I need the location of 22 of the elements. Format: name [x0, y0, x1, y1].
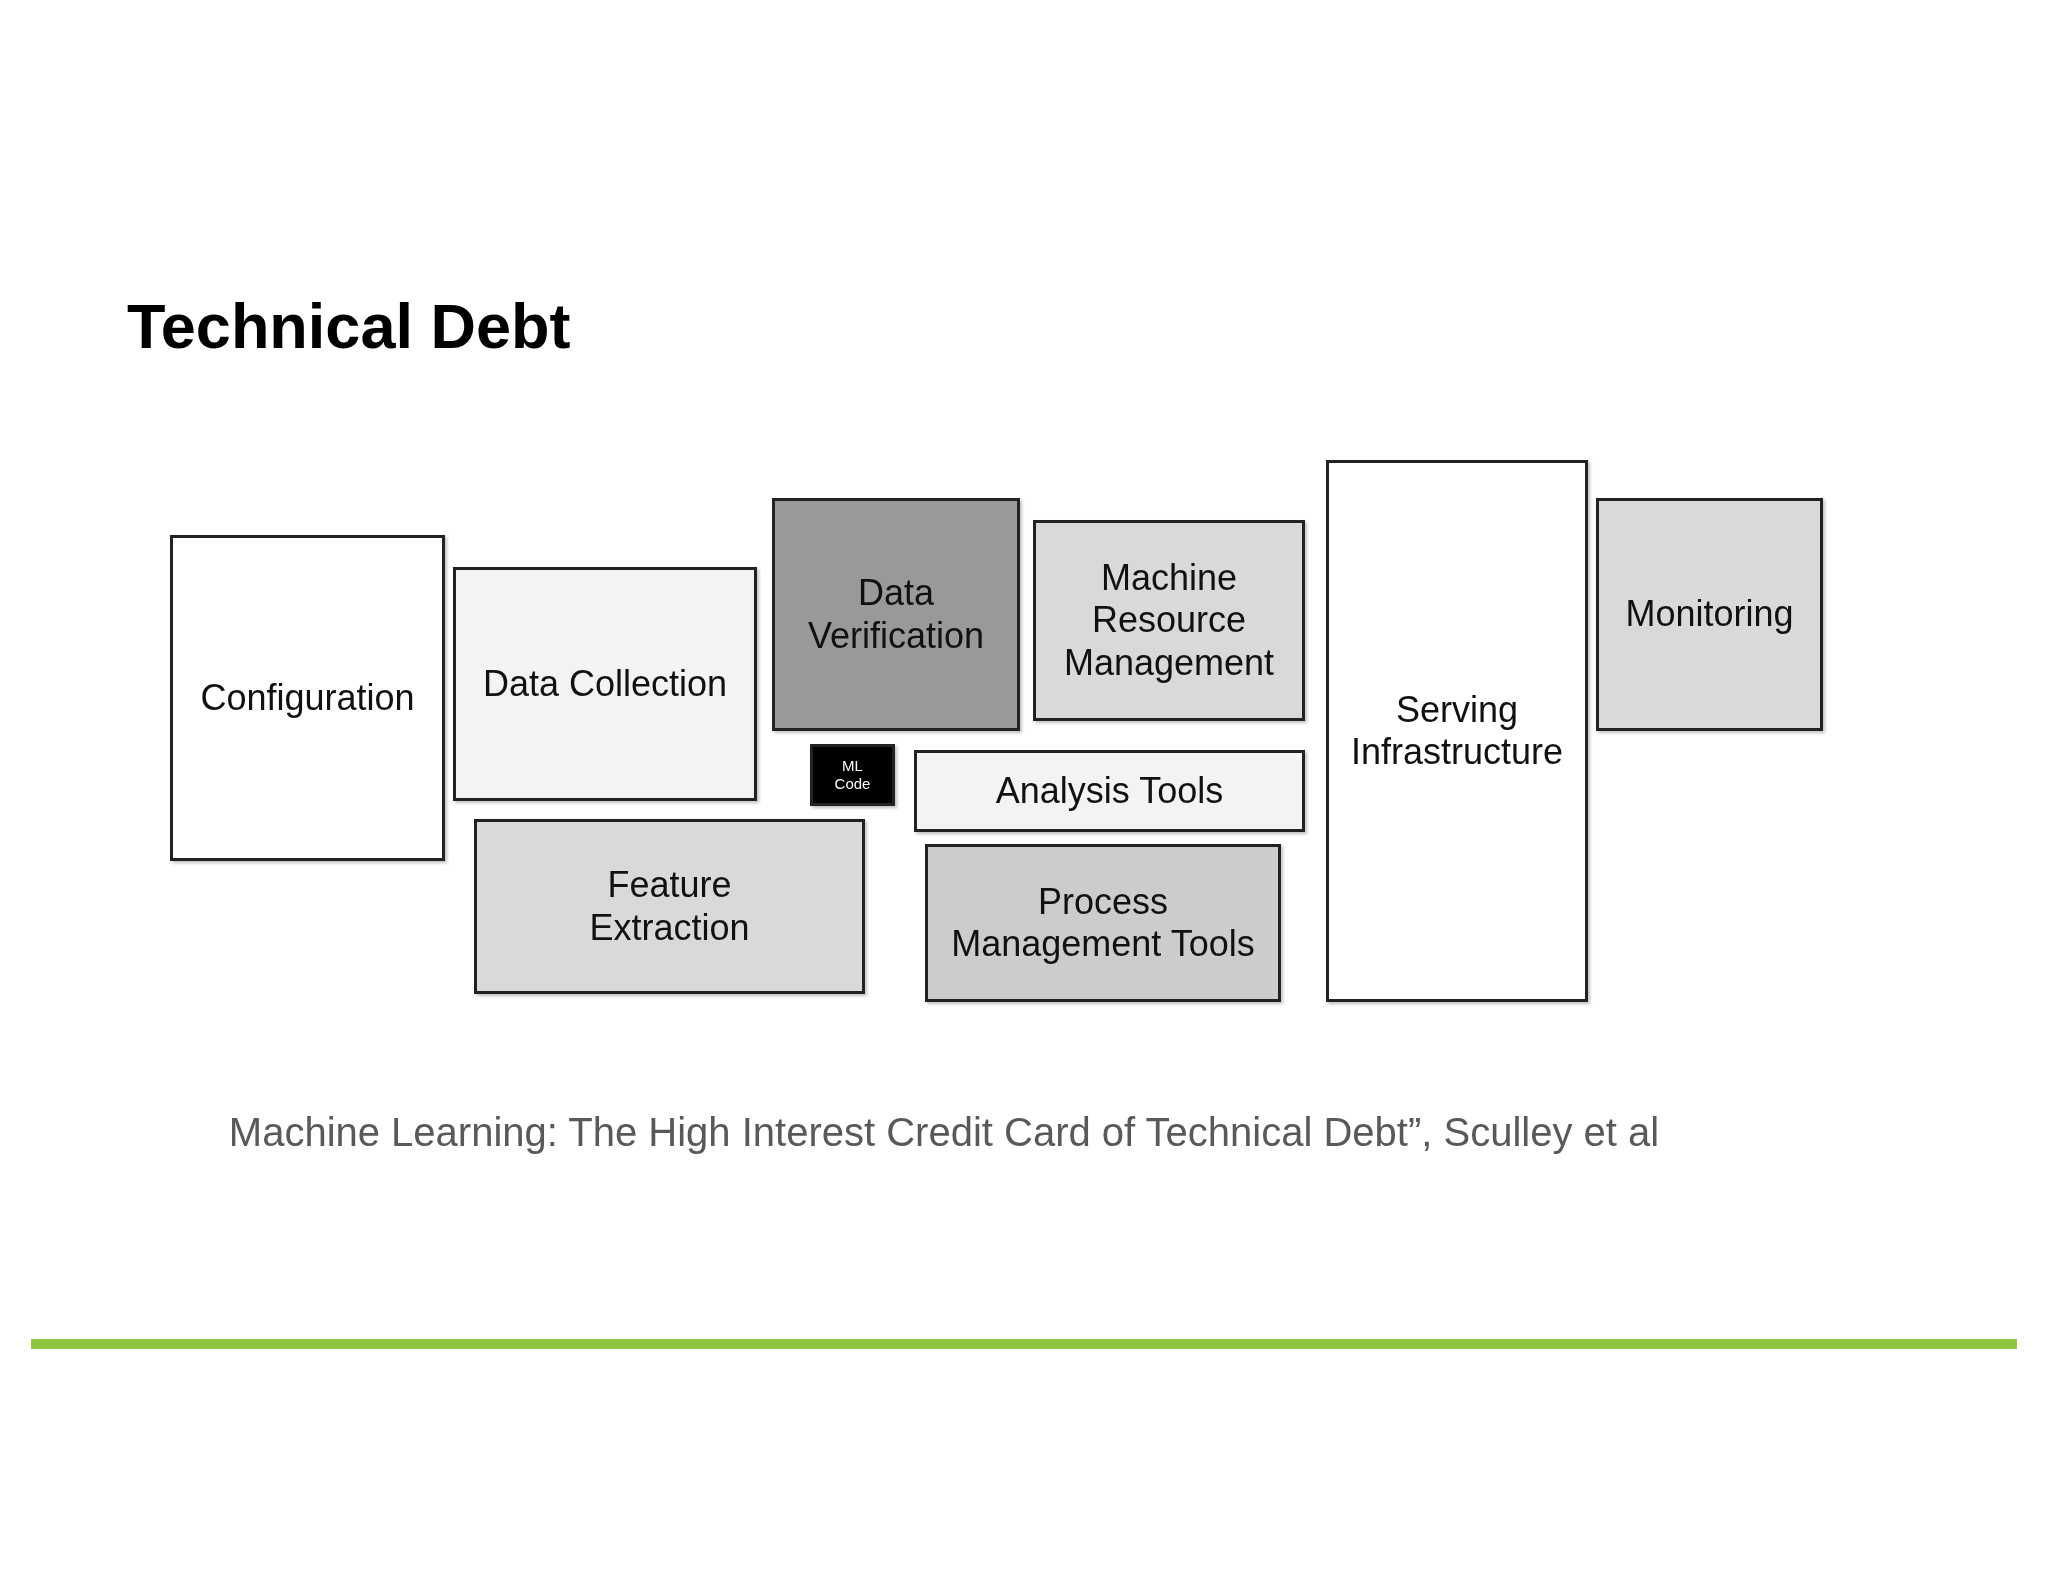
box-label: Monitoring	[1624, 593, 1795, 636]
caption: Machine Learning: The High Interest Credit Card of Technical Debt”, Sculley et al	[227, 1110, 1661, 1155]
component-box	[914, 750, 1305, 832]
component-box	[772, 498, 1020, 731]
title: Technical Debt	[127, 290, 571, 362]
box-label: Process Management Tools	[950, 880, 1256, 966]
box-label: Data Verification	[806, 572, 986, 657]
component-box	[925, 844, 1281, 1002]
box-label: ML Code	[833, 757, 872, 793]
component-box	[474, 819, 865, 994]
component-box	[810, 744, 895, 806]
component-box	[170, 535, 445, 861]
box-label: Feature Extraction	[588, 864, 751, 949]
box-label: Data Collection	[481, 662, 729, 706]
box-label: Machine Resource Management	[1062, 556, 1276, 685]
box-label: Serving Infrastructure	[1349, 688, 1565, 774]
box-label: Analysis Tools	[994, 769, 1225, 813]
component-box	[1596, 498, 1823, 731]
component-box	[453, 567, 757, 801]
box-label: Configuration	[199, 676, 416, 720]
component-box	[1326, 460, 1588, 1002]
component-box	[1033, 520, 1305, 721]
